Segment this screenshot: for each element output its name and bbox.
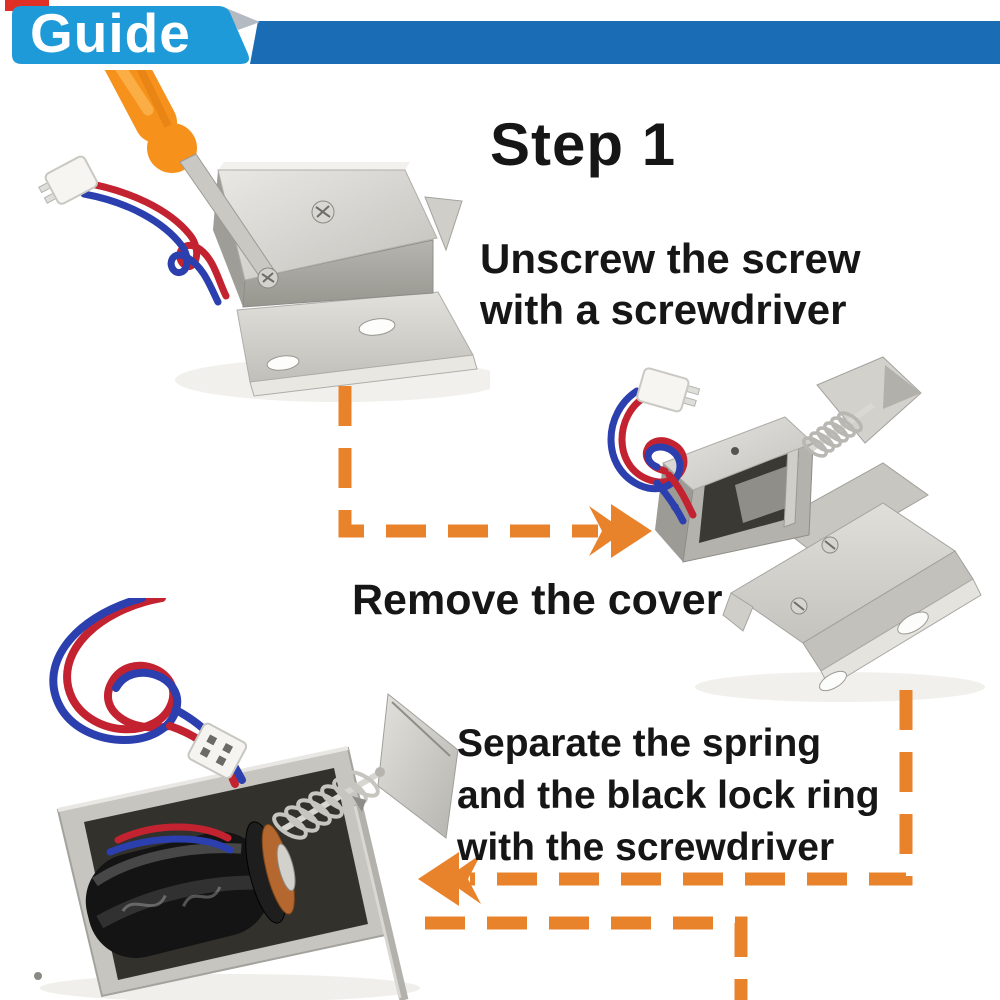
dashed-path-3 [425, 916, 748, 1000]
bracket-back-flange [774, 462, 929, 559]
wire-connector [38, 155, 98, 205]
banner-ribbon [250, 21, 1000, 64]
flange-slot [266, 355, 300, 371]
rear-mount-ear [424, 196, 463, 252]
caption-unscrew: Unscrew the screw with a screwdriver [480, 233, 861, 335]
solenoid-coil [85, 821, 296, 958]
step1-photo-illustration [38, 33, 505, 402]
caption-line: with the screwdriver [457, 826, 835, 869]
latch-bolt [735, 465, 795, 523]
plastic-wrap-crinkle [121, 886, 222, 913]
dashed-path-down [425, 916, 748, 1000]
plastic-wrap [96, 875, 259, 929]
latch-plate-fold [883, 365, 921, 409]
ribbon-fold [226, 8, 260, 30]
lock-front-face [242, 239, 434, 308]
lock-body [213, 162, 478, 397]
bracket-screw-slot [793, 601, 805, 611]
spring [802, 402, 875, 458]
guide-tab [12, 6, 249, 64]
caption-line: Remove the cover [352, 576, 723, 624]
wire-connector [187, 722, 248, 779]
top-screw-cross [315, 205, 331, 218]
step2-photo-illustration [607, 356, 985, 702]
cover-bracket [722, 462, 982, 692]
step3-photo-illustration [34, 594, 459, 1000]
plunger-hub [276, 843, 296, 892]
spring [272, 767, 385, 840]
caption-line: Separate the spring [457, 722, 822, 765]
caption-line: Unscrew the screw [480, 235, 861, 282]
bracket-tab [722, 592, 754, 632]
lock-top-edge [218, 162, 410, 170]
lock-wires [49, 594, 248, 856]
step2-photo [585, 355, 990, 705]
lock-wires [38, 155, 230, 306]
guide-label: Guide [30, 2, 191, 64]
latch-plate [377, 693, 459, 839]
step3-photo [0, 594, 470, 1000]
wire-connector [636, 367, 701, 413]
caption-separate: Separate the spring and the black lock r… [457, 718, 880, 874]
banner: Guide [0, 0, 1000, 70]
banner-red-accent [5, 0, 49, 11]
caption-line: with a screwdriver [480, 286, 847, 333]
caption-remove: Remove the cover [352, 576, 722, 624]
bracket-screw-slot [824, 540, 836, 550]
screw-hole [731, 447, 739, 455]
step-heading: Step 1 [490, 111, 677, 178]
step1-photo [10, 33, 505, 410]
frame-hole [34, 972, 42, 980]
caption-line: and the black lock ring [457, 774, 880, 817]
screwdriver-shaft [352, 796, 409, 1000]
latch-plate-fold [391, 701, 451, 757]
side-screw-cross [261, 272, 275, 283]
bracket-slot [819, 670, 847, 692]
frame-rim-highlight [57, 746, 349, 812]
banner-graphics [5, 0, 1000, 64]
shaft-tip [352, 796, 366, 812]
plunger-tip [375, 767, 385, 777]
lock-wires [607, 367, 701, 525]
bracket-slot [897, 611, 929, 635]
flange-slot [358, 318, 396, 336]
flange-lip [249, 354, 478, 397]
